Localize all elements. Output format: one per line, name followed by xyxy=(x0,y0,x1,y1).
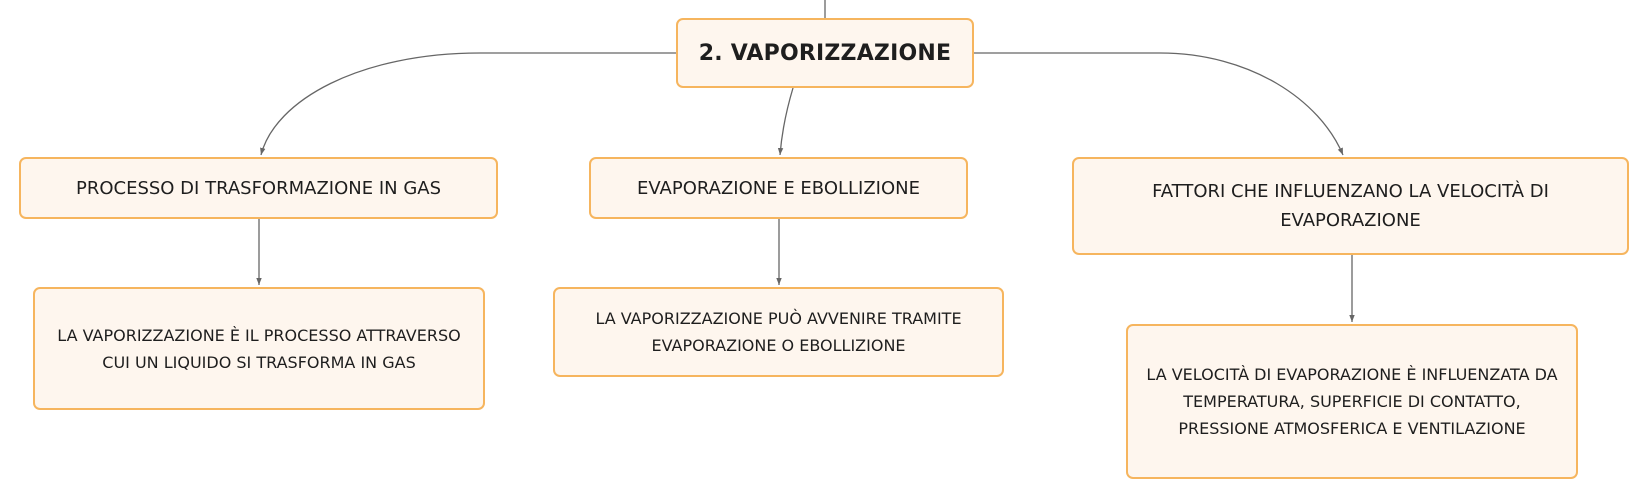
detail-node-processo[interactable]: LA VAPORIZZAZIONE È IL PROCESSO ATTRAVER… xyxy=(33,287,485,410)
branch-node-evaporazione[interactable]: EVAPORAZIONE E EBOLLIZIONE xyxy=(589,157,968,219)
root-node[interactable]: 2. VAPORIZZAZIONE xyxy=(676,18,974,88)
detail-node-text: LA VAPORIZZAZIONE È IL PROCESSO ATTRAVER… xyxy=(57,325,461,372)
detail-node-text: LA VELOCITÀ DI EVAPORAZIONE È INFLUENZAT… xyxy=(1146,365,1558,438)
connector-root-to-processo xyxy=(260,52,676,156)
connector-root-to-evaporazione xyxy=(777,87,794,156)
branch-node-processo[interactable]: PROCESSO DI TRASFORMAZIONE IN GAS xyxy=(19,157,498,219)
branch-node-fattori[interactable]: FATTORI CHE INFLUENZANO LA VELOCITÀ DI E… xyxy=(1072,157,1629,255)
branch-node-label: FATTORI CHE INFLUENZANO LA VELOCITÀ DI E… xyxy=(1152,181,1549,231)
branch-node-label: PROCESSO DI TRASFORMAZIONE IN GAS xyxy=(75,177,442,199)
root-node-label: 2. VAPORIZZAZIONE xyxy=(698,40,952,66)
connector-root-to-fattori xyxy=(974,52,1344,156)
detail-node-fattori[interactable]: LA VELOCITÀ DI EVAPORAZIONE È INFLUENZAT… xyxy=(1126,324,1578,479)
detail-node-text: LA VAPORIZZAZIONE PUÒ AVVENIRE TRAMITE E… xyxy=(595,309,962,355)
detail-node-evaporazione[interactable]: LA VAPORIZZAZIONE PUÒ AVVENIRE TRAMITE E… xyxy=(553,287,1004,377)
branch-node-label: EVAPORAZIONE E EBOLLIZIONE xyxy=(636,177,920,199)
